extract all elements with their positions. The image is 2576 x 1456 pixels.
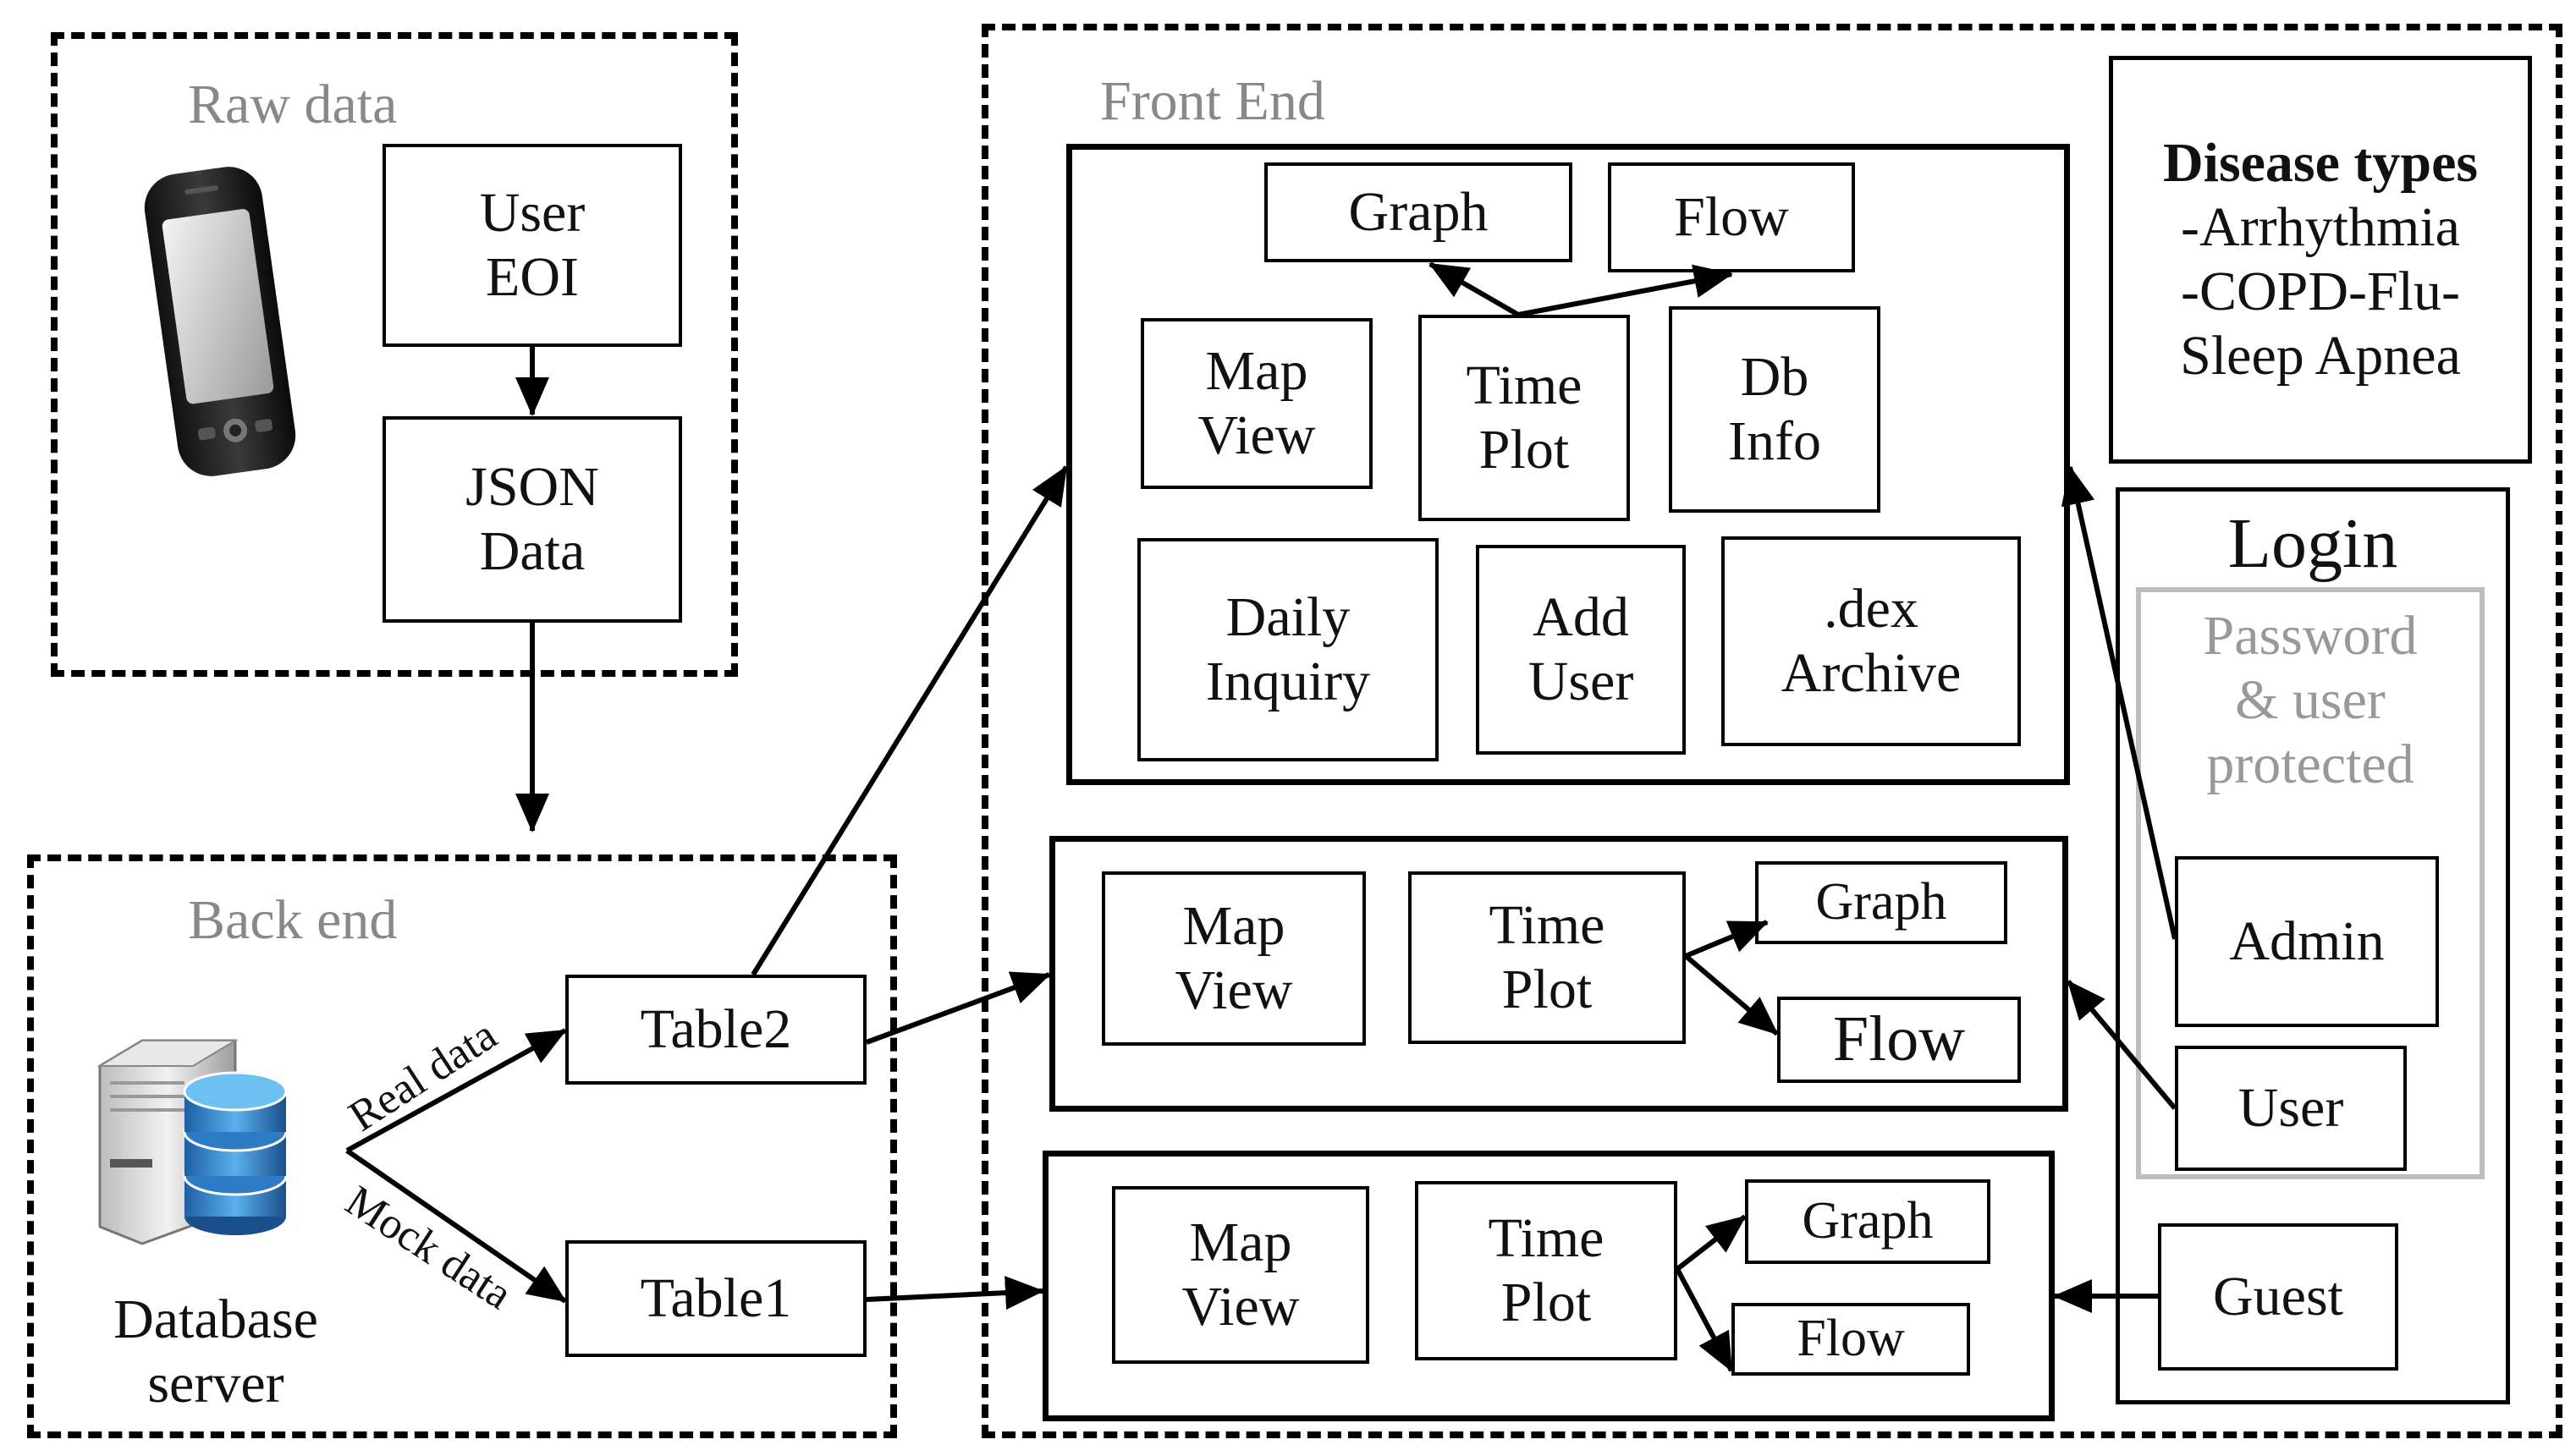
user-login-box: User	[2175, 1046, 2407, 1171]
user-time-plot-line-1: Time	[1489, 894, 1605, 957]
admin-flow-box: Flow	[1608, 162, 1855, 272]
admin-view-panel	[1066, 144, 2070, 785]
front-end-group	[982, 24, 2562, 1438]
json-data-line-2: Data	[479, 520, 586, 582]
password-protected-panel: Password & user protected	[2136, 587, 2485, 1179]
guest-map-view-box: Map View	[1112, 1186, 1369, 1364]
admin-graph-box: Graph	[1264, 162, 1572, 262]
arrow-user-login-to-user-view	[2066, 980, 2177, 1110]
protected-line-3: protected	[2206, 733, 2414, 795]
arrow-admin-login-to-admin-view	[2061, 465, 2177, 940]
raw-data-label: Raw data	[188, 74, 398, 135]
admin-db-info-line-1: Db	[1740, 346, 1809, 409]
user-eoi-line-1: User	[479, 182, 586, 244]
disease-type-2: -COPD-Flu-	[2180, 261, 2461, 322]
login-title: Login	[2227, 504, 2398, 583]
admin-time-plot-line-2: Plot	[1478, 419, 1570, 481]
guest-map-view-line-2: View	[1181, 1276, 1300, 1338]
disease-types-title: Disease types	[2162, 132, 2479, 195]
user-login-label: User	[2237, 1077, 2344, 1140]
database-server-label: Database server	[76, 1276, 355, 1428]
admin-map-view-line-1: Map	[1205, 340, 1308, 403]
user-map-view-line-2: View	[1175, 959, 1293, 1021]
guest-time-plot-box: Time Plot	[1415, 1181, 1677, 1360]
arrow-timeplot-to-graph	[1428, 261, 1520, 317]
arrow-real-data	[345, 1028, 567, 1153]
guest-map-view-line-1: Map	[1189, 1212, 1292, 1274]
disease-type-3: Sleep Apnea	[2180, 324, 2461, 387]
admin-add-user-line-2: User	[1527, 651, 1634, 712]
admin-dex-archive-line-1: .dex	[1824, 578, 1918, 640]
arrow-user-timeplot-to-graph	[1684, 920, 1769, 959]
raw-data-group	[51, 32, 738, 677]
admin-time-plot-box: Time Plot	[1418, 315, 1630, 521]
arrow-table1-to-guest	[866, 1276, 1044, 1310]
admin-daily-inquiry-box: Daily Inquiry	[1137, 538, 1439, 761]
admin-login-box: Admin	[2175, 856, 2439, 1027]
user-time-plot-line-2: Plot	[1501, 959, 1593, 1020]
guest-login-box: Guest	[2158, 1223, 2398, 1371]
user-view-panel	[1049, 836, 2068, 1112]
arrow-timeplot-to-flow	[1517, 264, 1733, 317]
database-server-icon	[96, 1039, 288, 1245]
guest-flow-box: Flow	[1731, 1303, 1970, 1376]
guest-graph-box: Graph	[1745, 1179, 1990, 1264]
protected-line-2: & user	[2235, 668, 2386, 731]
guest-graph-label: Graph	[1802, 1192, 1934, 1250]
user-eoi-box: User EOI	[383, 144, 682, 347]
admin-graph-label: Graph	[1348, 181, 1489, 244]
json-data-line-1: JSON	[465, 456, 599, 519]
protected-line-1: Password	[2203, 605, 2418, 667]
user-map-view-box: Map View	[1102, 871, 1366, 1046]
guest-login-label: Guest	[2213, 1266, 2343, 1328]
admin-time-plot-line-1: Time	[1466, 354, 1582, 417]
arrow-guest-timeplot-to-flow	[1675, 1267, 1734, 1372]
database-server-line-2: server	[147, 1353, 284, 1415]
admin-daily-inquiry-line-2: Inquiry	[1205, 651, 1371, 712]
smartphone-icon	[144, 167, 296, 476]
admin-map-view-line-2: View	[1197, 404, 1316, 466]
back-end-group	[27, 854, 897, 1438]
guest-flow-label: Flow	[1797, 1310, 1905, 1368]
user-graph-label: Graph	[1815, 873, 1947, 931]
front-end-label: Front End	[1100, 70, 1325, 132]
guest-time-plot-line-1: Time	[1488, 1207, 1604, 1270]
disease-types-box: Disease types -Arrhythmia -COPD-Flu- Sle…	[2109, 56, 2532, 464]
guest-view-panel	[1043, 1151, 2055, 1421]
disease-type-1: -Arrhythmia	[2181, 196, 2460, 259]
admin-map-view-box: Map View	[1141, 318, 1373, 489]
admin-daily-inquiry-line-1: Daily	[1225, 586, 1351, 649]
arrow-mock-data	[345, 1148, 567, 1304]
table2-box: Table2	[565, 975, 867, 1085]
admin-db-info-line-2: Info	[1728, 410, 1821, 472]
user-eoi-line-2: EOI	[486, 246, 579, 308]
arrow-user-timeplot-to-flow	[1684, 953, 1779, 1036]
admin-login-label: Admin	[2229, 910, 2385, 973]
table1-box: Table1	[565, 1240, 867, 1357]
admin-dex-archive-box: .dex Archive	[1721, 536, 2021, 746]
guest-time-plot-line-2: Plot	[1500, 1272, 1592, 1333]
back-end-label: Back end	[188, 889, 398, 951]
user-flow-label: Flow	[1832, 1003, 1966, 1075]
user-graph-box: Graph	[1755, 861, 2007, 944]
arrow-table2-to-user	[865, 971, 1051, 1045]
admin-db-info-box: Db Info	[1669, 306, 1880, 513]
database-server-line-1: Database	[113, 1288, 318, 1351]
arrow-table2-to-admin	[751, 465, 1069, 976]
admin-add-user-box: Add User	[1476, 545, 1686, 755]
login-panel: Login	[2116, 487, 2510, 1404]
admin-dex-archive-line-2: Archive	[1781, 642, 1962, 704]
json-data-box: JSON Data	[383, 416, 682, 623]
user-time-plot-box: Time Plot	[1408, 871, 1686, 1044]
user-flow-box: Flow	[1777, 997, 2021, 1083]
user-map-view-line-1: Map	[1182, 895, 1285, 958]
arrow-guest-timeplot-to-graph	[1676, 1214, 1747, 1272]
admin-flow-label: Flow	[1674, 186, 1789, 249]
admin-add-user-line-1: Add	[1533, 586, 1629, 649]
table1-label: Table1	[640, 1267, 792, 1330]
table2-label: Table2	[640, 998, 792, 1061]
